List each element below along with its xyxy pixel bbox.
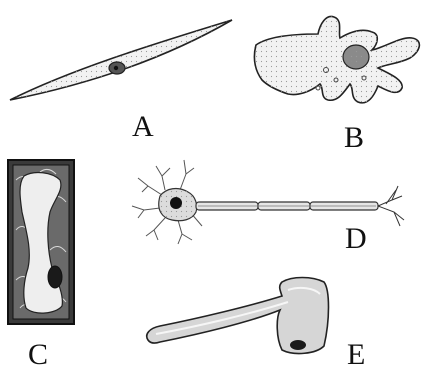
cell-e-elongated bbox=[147, 278, 329, 354]
label-a: A bbox=[132, 112, 154, 142]
nucleus-c bbox=[48, 266, 62, 288]
nucleus-d bbox=[170, 197, 182, 209]
label-c: C bbox=[28, 340, 48, 370]
nucleus-e bbox=[290, 340, 306, 350]
label-e: E bbox=[347, 340, 365, 370]
cell-b-amoeba bbox=[254, 16, 419, 102]
label-d: D bbox=[345, 224, 367, 254]
cell-a-spindle bbox=[10, 20, 232, 100]
label-b: B bbox=[344, 123, 364, 153]
cell-c-plant bbox=[8, 160, 74, 324]
